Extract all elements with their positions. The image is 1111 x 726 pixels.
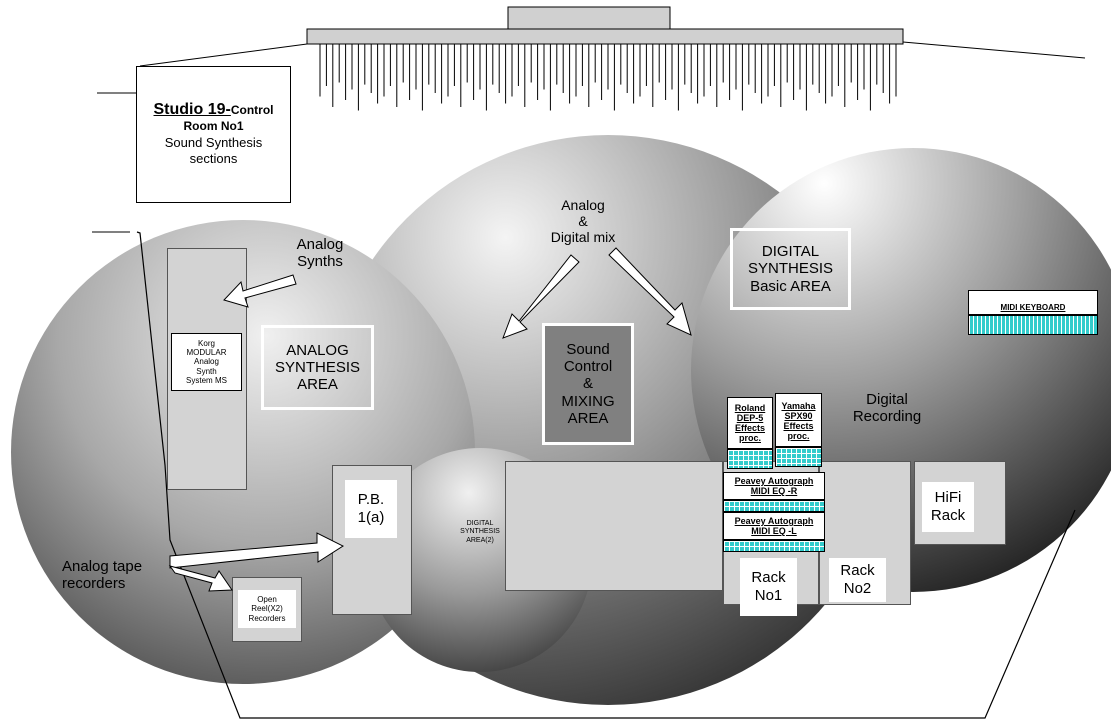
digital-recording-line1: Digital (866, 391, 908, 408)
pb-label: P.B. 1(a) (345, 480, 397, 538)
roland-strip (727, 449, 773, 469)
mixing-console (505, 461, 723, 591)
roland-line4: proc. (738, 432, 761, 443)
open-reel-label: Open Reel(X2) Recorders (238, 590, 296, 628)
mix-label-line2: & (578, 213, 588, 230)
top-wall-right (902, 41, 1086, 59)
peavey-r-line2: MIDI EQ -R (750, 485, 798, 496)
mix-label-line1: Analog (561, 197, 605, 213)
korg-line4: Synth (196, 366, 217, 376)
peavey-l-strip (723, 540, 825, 552)
peavey-l-line1: Peavey Autograph (734, 516, 814, 526)
sound-control-mixing-area: Sound Control & MIXING AREA (542, 323, 634, 445)
digital-synthesis-basic-area: DIGITAL SYNTHESIS Basic AREA (730, 228, 851, 310)
roland-dep5: Roland DEP-5 Effects proc. (727, 397, 773, 449)
analog-tape-label: Analog tape recorders (62, 558, 172, 593)
analog-area-line1: ANALOG (286, 341, 349, 359)
analog-area-line3: AREA (297, 376, 338, 394)
title-room: Room No1 (183, 119, 244, 133)
digital-area-line3: Basic AREA (750, 277, 831, 295)
title-sub-1: Sound Synthesis (164, 134, 263, 150)
yamaha-spx90: Yamaha SPX90 Effects proc. (775, 393, 822, 447)
top-bar (306, 28, 904, 45)
top-wall-left (139, 43, 308, 67)
title-control: Control (230, 102, 274, 117)
mixing-area-line2: Control (563, 358, 613, 376)
rack-no1-label: Rack No1 (740, 558, 797, 616)
mixing-area-line3: & (582, 375, 593, 393)
peavey-eq-r: Peavey Autograph MIDI EQ -R (723, 472, 825, 500)
analog-synthesis-area: ANALOG SYNTHESIS AREA (261, 325, 374, 410)
roland-line3: Effects (734, 422, 765, 433)
korg-line3: Analog (194, 357, 219, 367)
top-raised-block (507, 6, 671, 30)
hifi-line1: HiFi (934, 489, 962, 506)
analog-tape-line2: recorders (62, 575, 126, 593)
title-sub-2: sections (189, 151, 238, 167)
peavey-r-strip (723, 500, 825, 512)
mixing-area-line4: MIXING (561, 392, 615, 410)
rack2-line1: Rack (840, 562, 875, 579)
mix-label-line3: Digital mix (550, 229, 616, 246)
open-reel-line1: Open (257, 595, 277, 605)
analog-tape-line1: Analog tape (62, 558, 143, 575)
pb-line1: P.B. (357, 491, 385, 508)
digital2-line3: AREA(2) (466, 536, 494, 544)
digital-area-line1: DIGITAL (761, 243, 820, 261)
pb-line2: 1(a) (357, 509, 385, 526)
roland-line2: DEP-5 (736, 412, 764, 423)
midi-keyboard: MIDI KEYBOARD (968, 290, 1098, 315)
analog-synths-line2: Synths (297, 253, 343, 271)
mix-label: Analog & Digital mix (528, 197, 638, 245)
mixing-area-line1: Sound (566, 340, 610, 358)
hifi-rack-label: HiFi Rack (922, 482, 974, 532)
analog-synths-label: Analog Synths (280, 236, 360, 271)
digital2-line1: DIGITAL (466, 520, 494, 527)
rack-no2-label: Rack No2 (829, 558, 886, 602)
title-box: Studio 19-Control Room No1 Sound Synthes… (136, 66, 291, 203)
korg-line5: System MS (186, 375, 227, 385)
open-reel-line2: Reel(X2) (251, 604, 283, 614)
hifi-line2: Rack (930, 507, 966, 524)
korg-line2: MODULAR (186, 348, 227, 358)
peavey-l-line2: MIDI EQ -L (751, 525, 797, 536)
yamaha-line4: proc. (787, 430, 810, 441)
yamaha-line1: Yamaha (781, 401, 816, 411)
ceiling-tick-lines (319, 44, 897, 111)
midi-keyboard-keys (968, 315, 1098, 335)
analog-area-line2: SYNTHESIS (274, 358, 361, 376)
digital-area-line2: SYNTHESIS (747, 260, 834, 278)
roland-line1: Roland (734, 403, 766, 413)
yamaha-line3: Effects (783, 420, 814, 431)
peavey-r-line1: Peavey Autograph (734, 476, 814, 486)
midi-keyboard-label: MIDI KEYBOARD (1000, 303, 1066, 312)
rack1-line2: No1 (754, 587, 783, 604)
korg-line1: Korg (198, 339, 215, 349)
yamaha-line2: SPX90 (784, 410, 813, 421)
analog-synths-line1: Analog (296, 236, 344, 253)
korg-modular-label: Korg MODULAR Analog Synth System MS (171, 333, 242, 391)
rack2-line2: No2 (843, 580, 872, 597)
title-main: Studio 19- (153, 100, 231, 118)
digital-recording-label: Digital Recording (832, 391, 942, 426)
yamaha-strip (775, 447, 822, 467)
digital-recording-line2: Recording (852, 408, 922, 426)
mixing-area-line5: AREA (567, 409, 609, 427)
rack1-line1: Rack (751, 569, 786, 586)
open-reel-line3: Recorders (248, 613, 286, 623)
digital2-line2: SYNTHESIS (460, 528, 500, 536)
digital-synthesis-area-2: DIGITAL SYNTHESIS AREA(2) (438, 520, 522, 545)
peavey-eq-l: Peavey Autograph MIDI EQ -L (723, 512, 825, 540)
